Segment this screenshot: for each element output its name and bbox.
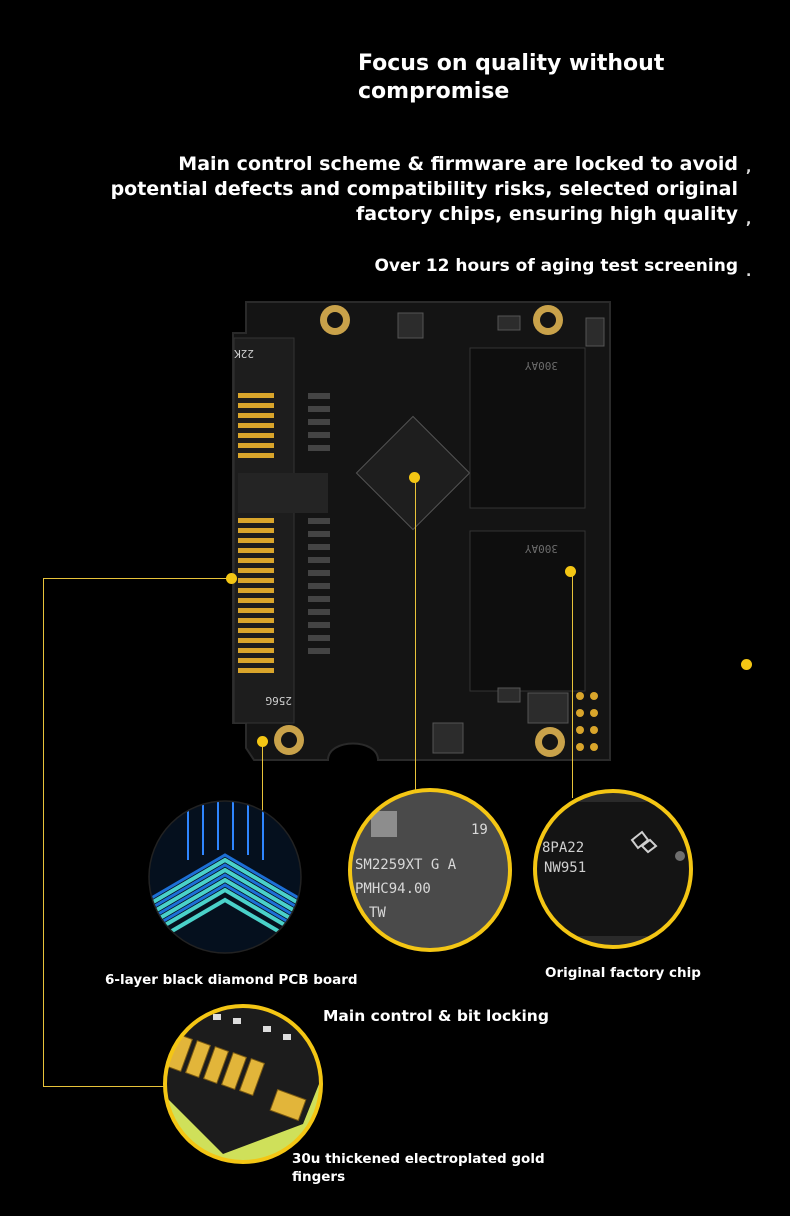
- gold-caption-line-2: fingers: [292, 1169, 346, 1185]
- controller-zoom: 19 SM2259XT G A PMHC94.00 TW: [348, 788, 512, 952]
- ram-text-bottom: 300AY: [525, 542, 558, 555]
- feature-line-2: potential defects and compatibility risk…: [110, 178, 738, 200]
- period-mark: .: [746, 264, 752, 280]
- board-label-bottom: 256G: [266, 694, 293, 707]
- pcb-layers-zoom: [148, 800, 302, 954]
- board-label-top: 22K: [234, 347, 254, 360]
- gold-fingers-zoom: [163, 1004, 323, 1164]
- controller-model-text: SM2259XT G A: [355, 857, 457, 873]
- ssd-board-image: 22K 256G 300AY 300AY: [232, 301, 611, 761]
- feature-line-3: factory chips, ensuring high quality: [356, 203, 738, 225]
- leader-line: [415, 478, 416, 790]
- controller-origin-text: TW: [369, 905, 386, 921]
- marker-dot: [257, 736, 268, 747]
- chip-batch-text: NW951: [544, 860, 586, 876]
- feature-line-1: Main control scheme & firmware are locke…: [178, 153, 738, 175]
- gold-caption-line-1: 30u thickened electroplated gold: [292, 1151, 545, 1167]
- leader-line: [572, 572, 573, 798]
- controller-corner-text: 19: [471, 822, 488, 838]
- pcb-caption: 6-layer black diamond PCB board: [105, 972, 358, 988]
- leader-line: [262, 742, 263, 812]
- ram-text-top: 300AY: [525, 359, 558, 372]
- leader-line: [43, 578, 231, 579]
- headline: Focus on quality without compromise: [358, 50, 718, 106]
- headline-line-2: compromise: [358, 79, 510, 104]
- aging-test-text: Over 12 hours of aging test screening: [374, 256, 738, 276]
- marker-dot: [741, 659, 752, 670]
- comma-mark: ,: [746, 160, 752, 176]
- headline-line-1: Focus on quality without: [358, 51, 665, 76]
- marker-dot: [226, 573, 237, 584]
- marker-dot: [565, 566, 576, 577]
- gold-fingers-caption: 30u thickened electroplated gold fingers: [292, 1150, 545, 1186]
- leader-line: [43, 1086, 173, 1087]
- control-caption: Main control & bit locking: [323, 1007, 549, 1025]
- chip-caption: Original factory chip: [545, 965, 701, 981]
- marker-dot: [409, 472, 420, 483]
- chip-code-text: 8PA22: [542, 840, 584, 856]
- controller-code-text: PMHC94.00: [355, 881, 431, 897]
- leader-line: [43, 578, 44, 1086]
- micron-logo-icon: [630, 830, 658, 854]
- feature-paragraph: Main control scheme & firmware are locke…: [111, 152, 738, 227]
- memory-chip-zoom: 8PA22 NW951: [533, 789, 693, 949]
- comma-mark: ,: [746, 212, 752, 228]
